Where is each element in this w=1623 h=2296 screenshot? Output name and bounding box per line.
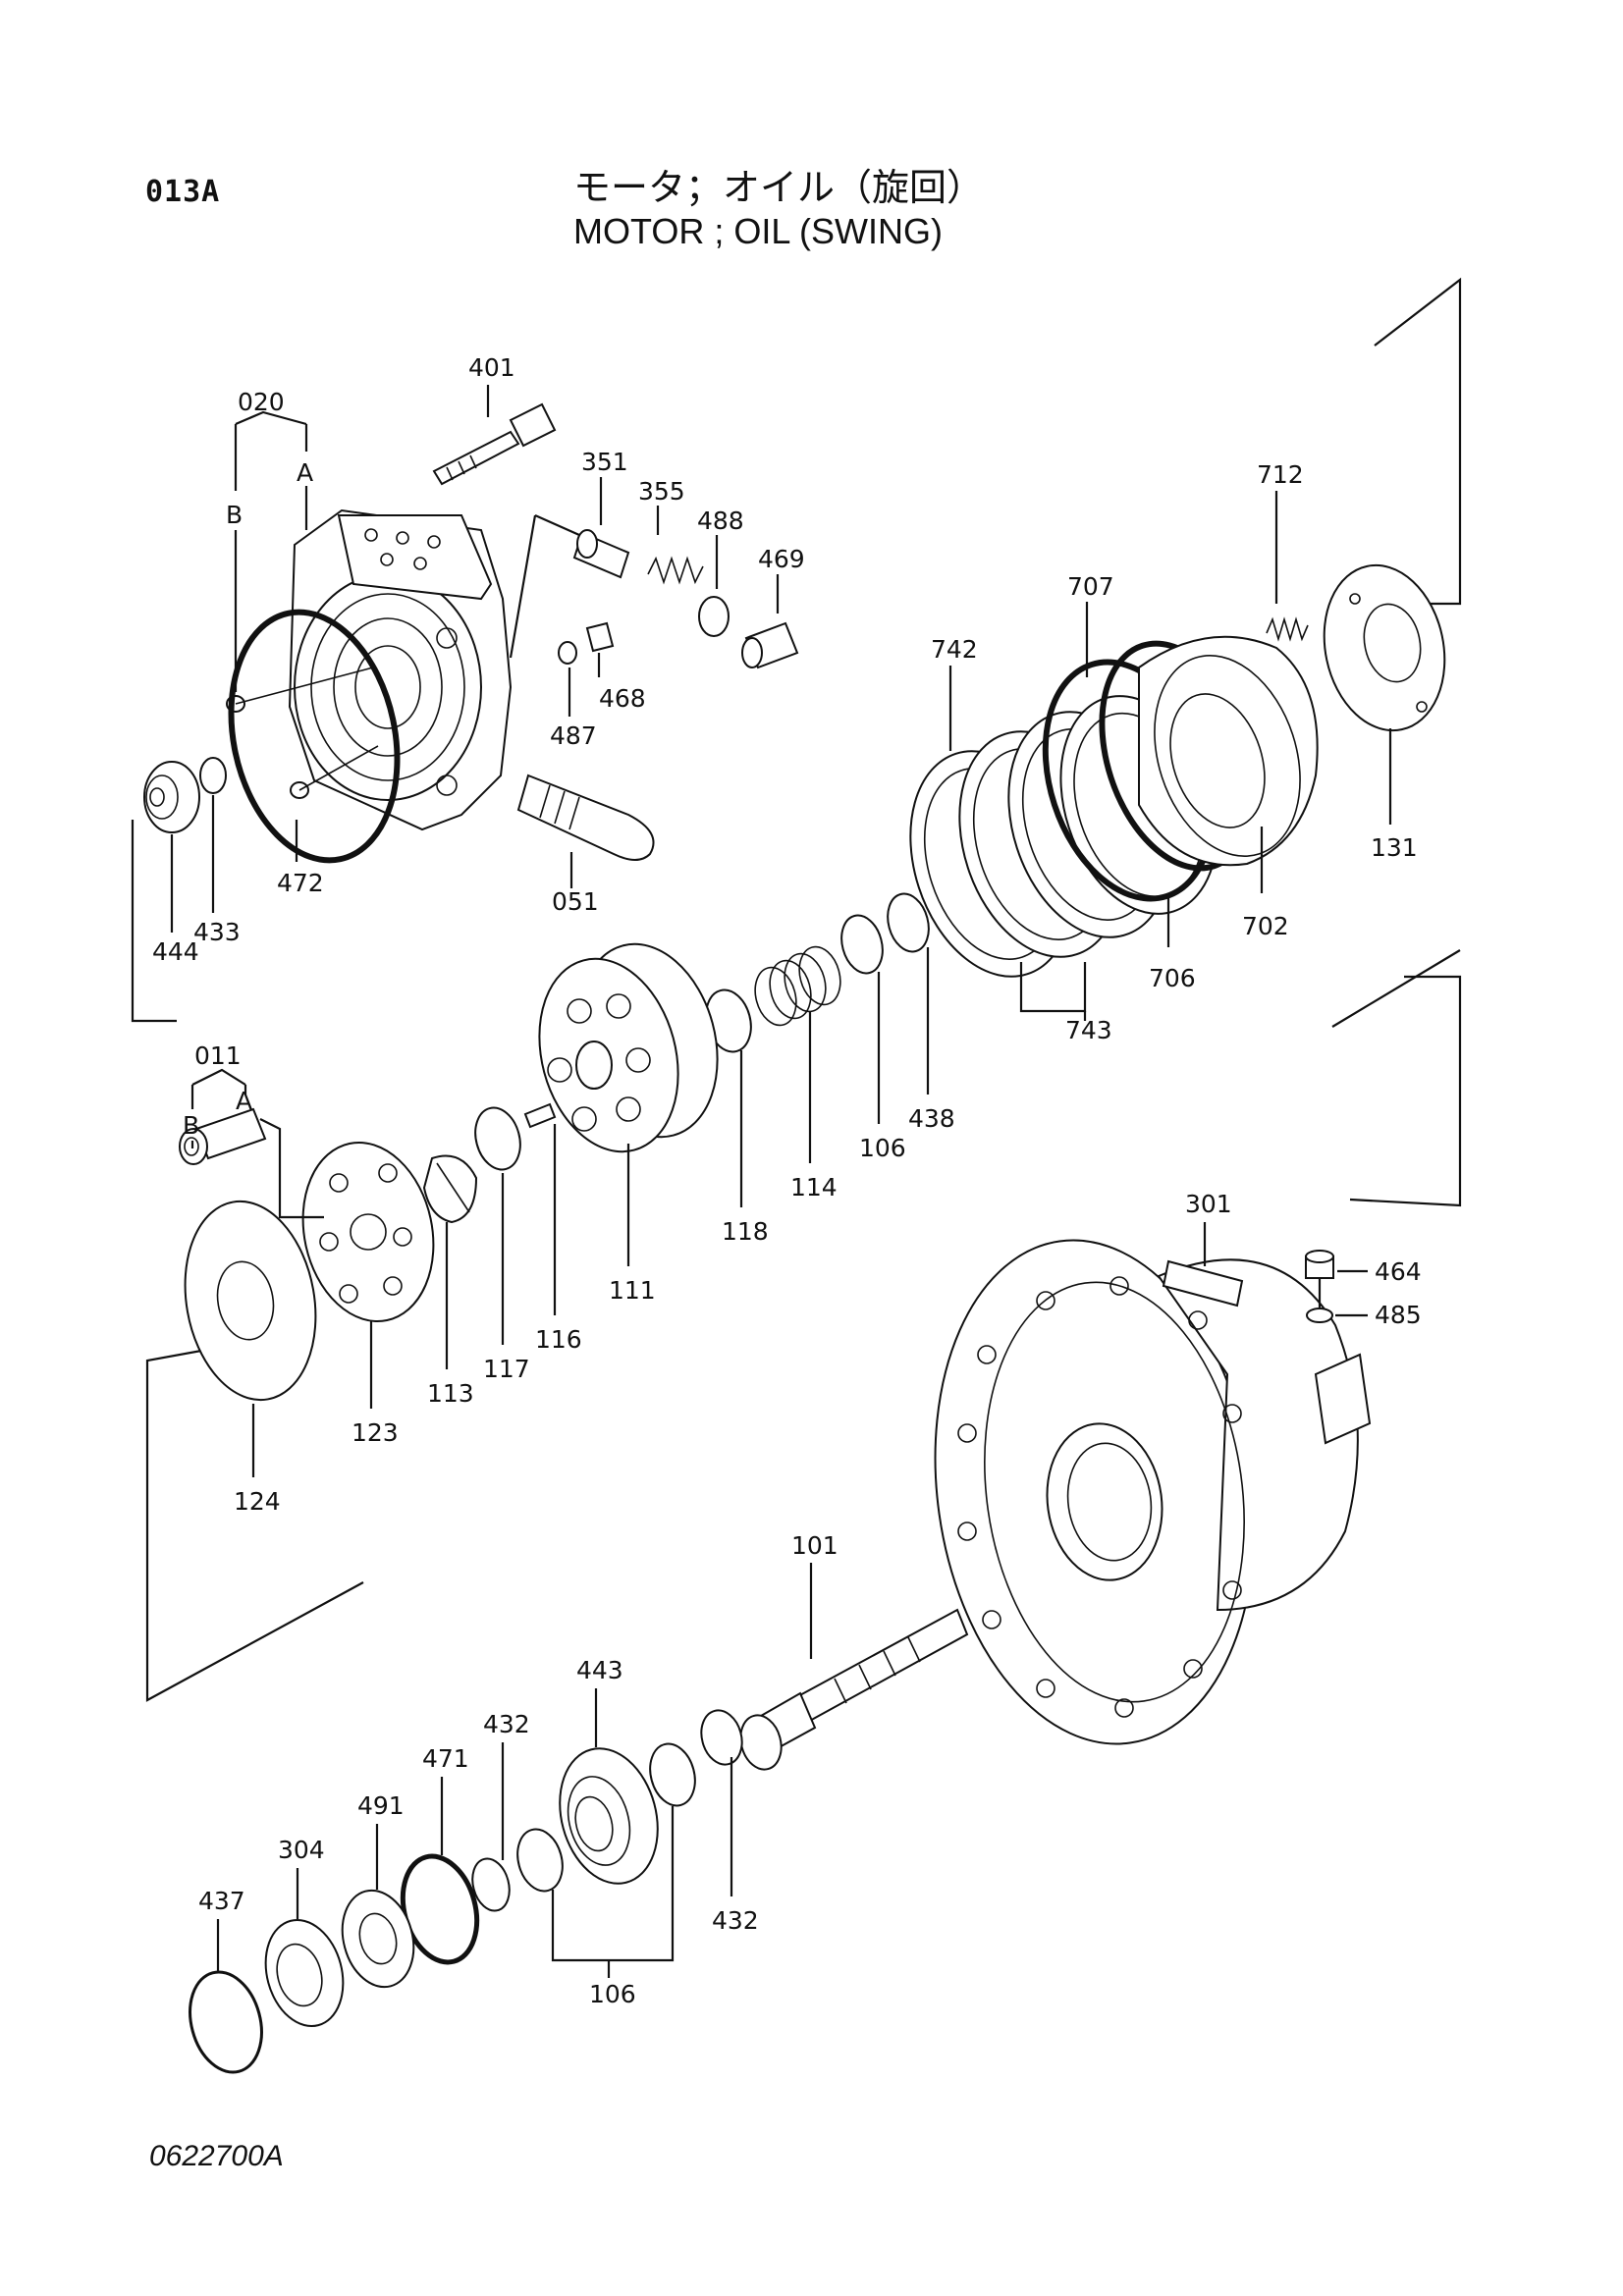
label-471: 471 — [422, 1744, 469, 1773]
label-401: 401 — [468, 353, 515, 382]
label-485: 485 — [1375, 1301, 1422, 1329]
part-433-snap-ring — [199, 757, 227, 794]
leader-lines — [170, 385, 1392, 1978]
part-468-plug — [585, 621, 615, 653]
title-english: MOTOR ; OIL (SWING) — [573, 211, 943, 251]
part-437-snap-ring — [189, 1970, 263, 2074]
part-051-shaft-pin — [516, 774, 655, 861]
label-351: 351 — [581, 448, 628, 476]
label-707: 707 — [1067, 572, 1114, 601]
part-432-snap-ring-right — [700, 1709, 743, 1766]
part-123-retainer-plate — [301, 1142, 435, 1322]
part-106-shim-lower-right — [649, 1742, 696, 1807]
part-487-o-ring — [558, 641, 577, 665]
label-355: 355 — [638, 477, 685, 506]
part-485-o-ring — [1306, 1308, 1333, 1323]
part-491-oil-seal — [341, 1889, 415, 1989]
label-468: 468 — [599, 684, 646, 713]
page-code: 013A — [145, 175, 221, 209]
part-106-shim — [840, 914, 884, 975]
part-number-labels: 401 020 A B 351 355 488 469 487 468 472 … — [152, 353, 1422, 2008]
part-712-spring — [1266, 616, 1309, 642]
label-051: 051 — [552, 887, 599, 916]
label-113: 113 — [427, 1379, 474, 1408]
label-443: 443 — [576, 1656, 623, 1684]
label-301: 301 — [1185, 1190, 1232, 1218]
label-712: 712 — [1257, 460, 1304, 489]
label-116: 116 — [535, 1325, 582, 1354]
part-464-plug — [1305, 1250, 1334, 1279]
label-702: 702 — [1242, 912, 1289, 940]
part-114-spring — [754, 945, 841, 1027]
title-japanese: モータ；オイル（旋回） — [573, 166, 985, 209]
part-488-o-ring — [698, 596, 730, 637]
part-301-casing — [934, 1239, 1372, 1745]
part-020-port-block — [226, 508, 513, 831]
part-443-roller-bearing — [559, 1747, 659, 1885]
label-743: 743 — [1065, 1016, 1112, 1044]
label-020: 020 — [238, 388, 285, 416]
label-117: 117 — [483, 1355, 530, 1383]
label-011-a: A — [236, 1087, 252, 1115]
part-432-snap-ring-left — [471, 1857, 511, 1912]
label-118: 118 — [722, 1217, 769, 1246]
drawing-number: 0622700A — [149, 2140, 284, 2172]
label-469: 469 — [758, 545, 805, 573]
label-472: 472 — [277, 869, 324, 897]
part-472-o-ring — [228, 609, 401, 864]
part-304-front-cover — [264, 1918, 345, 2028]
label-011-b: B — [183, 1111, 199, 1140]
part-131-valve-plate — [1323, 563, 1446, 732]
label-106-lower: 106 — [589, 1980, 636, 2008]
label-106-upper: 106 — [859, 1134, 906, 1162]
label-020-b: B — [226, 501, 243, 529]
label-123: 123 — [352, 1418, 399, 1447]
label-491: 491 — [357, 1791, 405, 1820]
part-111-cylinder-block — [538, 942, 719, 1153]
part-101-shaft — [739, 1608, 969, 1771]
part-444-bearing — [143, 761, 200, 833]
label-444: 444 — [152, 937, 199, 966]
part-401-bolt — [432, 402, 557, 486]
part-113-spherical-bushing — [422, 1154, 478, 1224]
label-487: 487 — [550, 721, 597, 750]
part-117-spacer — [474, 1106, 521, 1171]
label-114: 114 — [790, 1173, 838, 1201]
part-351-plunger — [572, 529, 630, 579]
label-432-upper: 432 — [483, 1710, 530, 1738]
label-437: 437 — [198, 1887, 245, 1915]
label-488: 488 — [697, 507, 744, 535]
label-433: 433 — [193, 918, 241, 946]
label-464: 464 — [1375, 1257, 1422, 1286]
part-355-spring — [647, 556, 704, 585]
label-304: 304 — [278, 1836, 325, 1864]
part-106-shim-lower-left — [516, 1828, 564, 1893]
label-742: 742 — [931, 635, 978, 664]
label-020-a: A — [297, 458, 313, 487]
label-706: 706 — [1149, 964, 1196, 992]
part-702-brake-piston — [1138, 635, 1319, 867]
part-116-pin — [523, 1102, 557, 1129]
part-469-plug — [741, 621, 799, 669]
part-124-shoe-plate — [184, 1200, 317, 1402]
label-438: 438 — [908, 1104, 955, 1133]
label-124: 124 — [234, 1487, 281, 1516]
label-111: 111 — [609, 1276, 656, 1305]
label-011: 011 — [194, 1041, 242, 1070]
label-131: 131 — [1371, 833, 1418, 862]
label-101: 101 — [791, 1531, 839, 1560]
label-432-lower: 432 — [712, 1906, 759, 1935]
part-438-snap-ring — [887, 892, 930, 953]
